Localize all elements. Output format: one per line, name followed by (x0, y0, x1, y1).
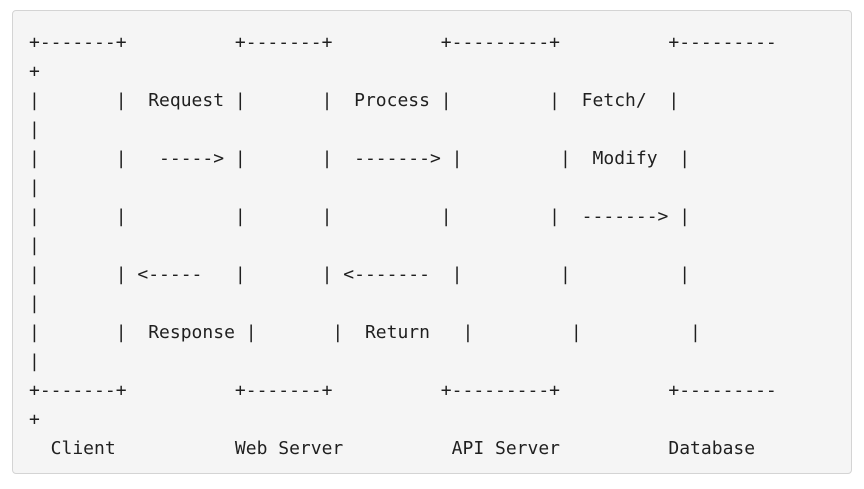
diagram-line: + (29, 61, 40, 82)
diagram-line: +-------+ +-------+ +---------+ +-------… (29, 380, 777, 401)
ascii-diagram: +-------+ +-------+ +---------+ +-------… (29, 28, 777, 463)
diagram-line: | | | | | | -------> | (29, 206, 691, 227)
diagram-line: | | Request | | Process | | Fetch/ | (29, 90, 680, 111)
diagram-line: | (29, 235, 40, 256)
code-block: +-------+ +-------+ +---------+ +-------… (12, 10, 852, 474)
diagram-line: | (29, 293, 40, 314)
diagram-line: | (29, 351, 40, 372)
diagram-line: | | Response | | Return | | | (29, 322, 701, 343)
diagram-line: +-------+ +-------+ +---------+ +-------… (29, 32, 777, 53)
diagram-line: | (29, 177, 40, 198)
diagram-line: | (29, 119, 40, 140)
diagram-line: + (29, 409, 40, 430)
diagram-line: | | -----> | | -------> | | Modify | (29, 148, 691, 169)
diagram-line: | | <----- | | <------- | | | (29, 264, 691, 285)
diagram-line: Client Web Server API Server Database (29, 438, 756, 459)
